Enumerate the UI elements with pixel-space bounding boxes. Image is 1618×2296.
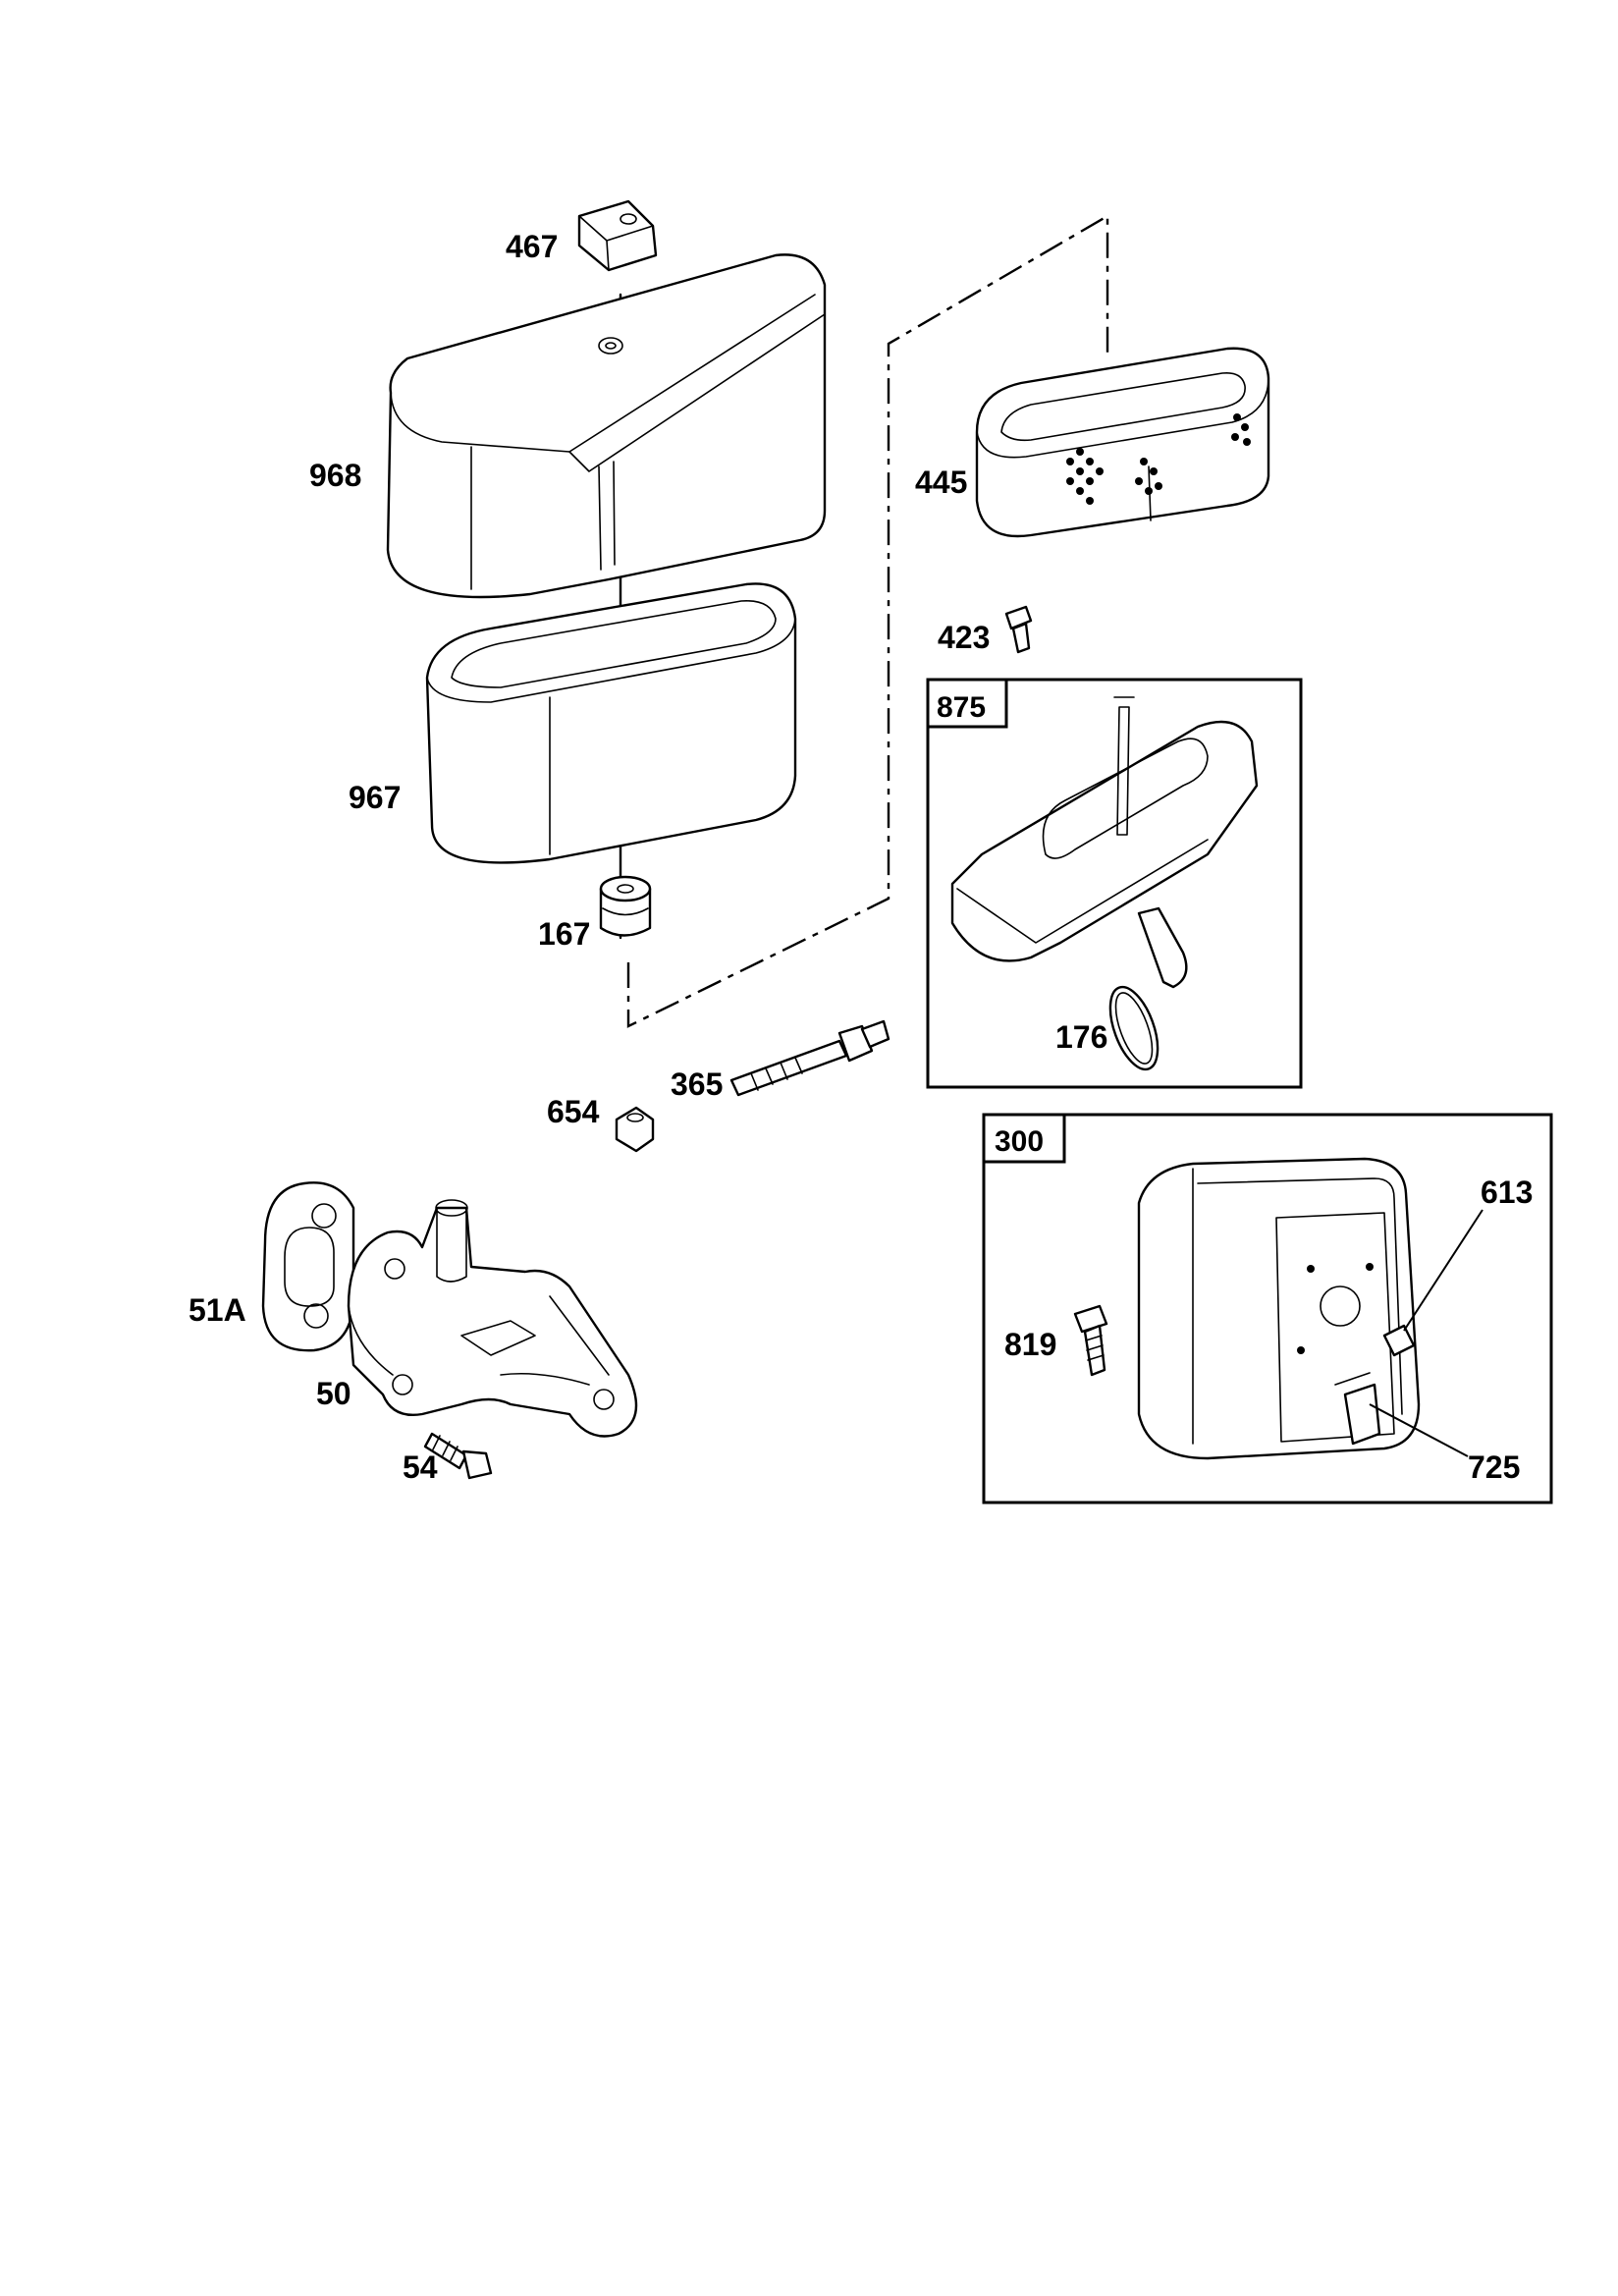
stud-365 xyxy=(729,1019,890,1097)
label-54: 54 xyxy=(403,1449,438,1485)
knob-467 xyxy=(577,199,658,272)
label-365: 365 xyxy=(671,1066,723,1102)
nut-654 xyxy=(615,1106,655,1153)
label-51a: 51A xyxy=(189,1292,246,1328)
label-725: 725 xyxy=(1468,1449,1520,1485)
label-300: 300 xyxy=(995,1125,1044,1158)
label-819: 819 xyxy=(1004,1327,1056,1362)
label-967: 967 xyxy=(349,780,401,815)
screw-54 xyxy=(423,1432,493,1480)
intake-elbow-50 xyxy=(347,1199,638,1438)
grommet-167 xyxy=(599,875,652,937)
label-968: 968 xyxy=(309,458,361,493)
box-300 xyxy=(982,1113,1553,1504)
part-labels: 467 968 967 167 654 365 445 423 875 176 … xyxy=(189,229,1533,1485)
label-875: 875 xyxy=(937,691,986,724)
label-613: 613 xyxy=(1481,1175,1533,1210)
label-423: 423 xyxy=(938,620,990,655)
label-176: 176 xyxy=(1055,1019,1107,1055)
air-cleaner-cover-968 xyxy=(386,253,827,599)
box-875 xyxy=(926,678,1303,1089)
label-467: 467 xyxy=(506,229,558,264)
pre-cleaner-967 xyxy=(425,582,797,864)
air-filter-445 xyxy=(975,347,1270,538)
label-50: 50 xyxy=(316,1376,351,1411)
label-654: 654 xyxy=(547,1094,600,1129)
gasket-51a xyxy=(261,1181,355,1352)
label-445: 445 xyxy=(915,465,967,500)
screw-423 xyxy=(1004,605,1033,654)
label-167: 167 xyxy=(538,916,590,952)
